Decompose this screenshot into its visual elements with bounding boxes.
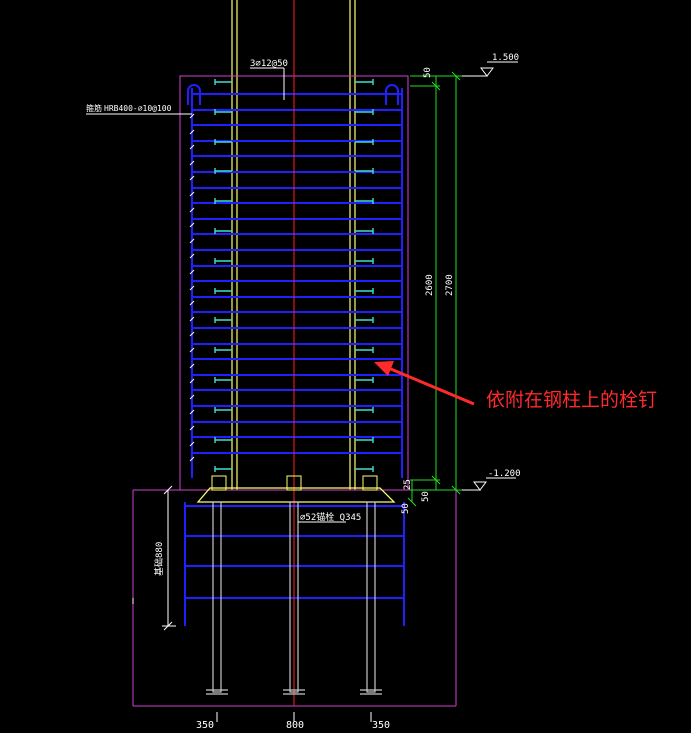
stud-annotation: 依附在钢柱上的栓钉 <box>486 389 658 411</box>
dim-bottom-mid: 800 <box>286 720 304 731</box>
dimension-lines <box>407 71 462 507</box>
leader-lines <box>86 67 346 523</box>
rebar-tick <box>189 222 195 228</box>
rebar-tick <box>189 441 195 447</box>
pedestal-height-label: 基础880 <box>153 542 165 576</box>
pedestal-dimension <box>132 485 176 631</box>
bottom-dimension <box>216 712 372 722</box>
dim-bottom-right: 350 <box>372 720 390 731</box>
dim-height-inner: 2600 <box>425 274 435 296</box>
dim-small-25: 25 <box>403 479 413 490</box>
elevation-bottom: -1.200 <box>488 469 521 479</box>
dim-top-offset: 50 <box>423 67 433 78</box>
rebar-tick <box>189 285 195 291</box>
rebar-tick <box>189 207 195 213</box>
rebar-tick <box>189 113 195 119</box>
longitudinal-rebar <box>184 84 405 626</box>
stirrup-label-prefix: 箍筋 <box>86 103 102 113</box>
rebar-tick <box>189 347 195 353</box>
elevation-symbols <box>462 61 518 491</box>
elevation-top: 1.500 <box>492 53 519 63</box>
dim-small-50a: 50 <box>421 491 431 502</box>
rebar-tick <box>189 409 195 415</box>
rebar-tick <box>189 238 195 244</box>
dim-bottom-left: 350 <box>196 720 214 731</box>
dim-small-50b: 50 <box>401 503 411 514</box>
rebar-tick <box>189 191 195 197</box>
rebar-tick <box>189 160 195 166</box>
rebar-tick <box>189 253 195 259</box>
anchor-bolt-label: ⌀52锚栓 Q345 <box>300 511 361 523</box>
dim-height-total: 2700 <box>445 274 455 296</box>
annotation-arrow <box>374 361 475 406</box>
rebar-tick <box>189 394 195 400</box>
rebar-ticks <box>189 113 195 462</box>
anchor-bolts <box>206 501 382 695</box>
base-plate <box>196 475 396 503</box>
rebar-tick <box>189 300 195 306</box>
rebar-tick <box>189 363 195 369</box>
rebar-tick <box>189 175 195 181</box>
stirrup-label: HRB400-⌀10@100 <box>104 104 172 113</box>
rebar-tick <box>189 456 195 462</box>
rebar-tick <box>189 144 195 150</box>
rebar-tick <box>189 316 195 322</box>
rebar-tick <box>189 425 195 431</box>
rebar-tick <box>189 129 195 135</box>
shear-studs <box>214 79 374 472</box>
rebar-tick <box>189 378 195 384</box>
rebar-tick <box>189 331 195 337</box>
rebar-tick <box>189 269 195 275</box>
top-rebar-label: 3⌀12@50 <box>250 59 288 69</box>
